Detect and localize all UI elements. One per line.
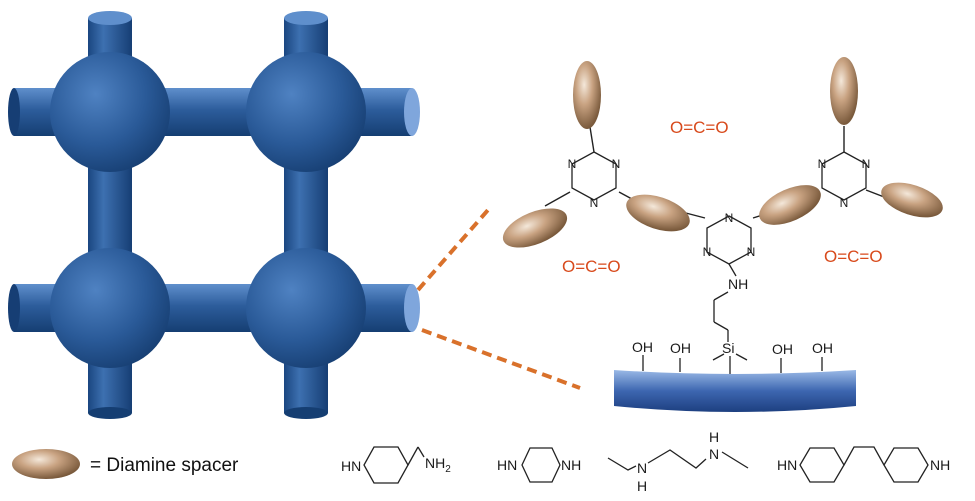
- strut-end: [284, 407, 328, 419]
- triazine-right: N N N: [818, 151, 871, 210]
- zoom-line-lower: [421, 328, 581, 390]
- amine-nh: NH2: [425, 455, 451, 475]
- diamine-spacers: [502, 57, 943, 248]
- spacer-ellipse: [759, 185, 821, 225]
- amine-n-top: N: [709, 446, 719, 462]
- strut-cap: [404, 88, 420, 136]
- triazine-center: N N N: [703, 211, 756, 265]
- propyl-linker: [712, 263, 748, 374]
- metal-node: [50, 52, 170, 172]
- triazine-n: N: [612, 157, 621, 171]
- framework-lattice: [8, 11, 420, 419]
- spacer-ellipse: [881, 182, 943, 218]
- co2-molecule: O=C=O: [824, 247, 883, 266]
- piperazine-nh: NH: [561, 457, 581, 473]
- structure-dimethylethylenediamine: N H H N: [607, 429, 749, 494]
- piperazine-hn: HN: [497, 457, 517, 473]
- metal-node: [246, 52, 366, 172]
- surface-hydroxyl: OH: [670, 340, 691, 356]
- piperidine-nh: NH: [930, 457, 950, 473]
- spacer-ellipse: [830, 57, 858, 125]
- triazine-n: N: [725, 211, 734, 225]
- surface-hydroxyl: OH: [812, 340, 833, 356]
- triazine-n: N: [747, 245, 756, 259]
- co2-molecule: O=C=O: [670, 118, 729, 137]
- spacer-ellipse: [502, 208, 568, 248]
- strut-end: [8, 88, 20, 136]
- silicon-atom: Si: [722, 340, 734, 356]
- structure-piperazine: HN NH: [497, 447, 581, 483]
- triazine-n: N: [703, 245, 712, 259]
- triazine-n: N: [818, 157, 827, 171]
- legend-spacer-icon: [12, 449, 80, 479]
- spacer-ellipse: [573, 61, 601, 129]
- structure-trimethylenedipiperidine: HN NH: [777, 446, 950, 483]
- triazine-n: N: [862, 157, 871, 171]
- amine-h-top: H: [709, 429, 719, 445]
- triazine-left: N N N: [568, 151, 621, 210]
- triazine-n: N: [590, 196, 599, 210]
- strut-cap: [404, 284, 420, 332]
- piperidine-hn: HN: [777, 457, 797, 473]
- silica-surface: [614, 370, 856, 412]
- amine-h-bottom: H: [637, 478, 647, 494]
- surface-hydroxyl: OH: [632, 339, 653, 355]
- amine-n-bottom: N: [637, 460, 647, 476]
- strut-cap: [284, 11, 328, 25]
- metal-node: [50, 248, 170, 368]
- legend-text: = Diamine spacer: [90, 455, 239, 476]
- triazine-n: N: [840, 196, 849, 210]
- triazine-n: N: [568, 157, 577, 171]
- structure-aminomethylpiperidine: HN NH2: [341, 446, 451, 484]
- spacer-ellipse: [626, 194, 690, 232]
- strut-end: [8, 284, 20, 332]
- surface-oh-bonds: [642, 355, 823, 373]
- surface-hydroxyl: OH: [772, 341, 793, 357]
- ring-nh: HN: [341, 458, 361, 474]
- metal-node: [246, 248, 366, 368]
- co2-molecule: O=C=O: [562, 257, 621, 276]
- linker-amine: NH: [728, 276, 748, 292]
- strut-end: [88, 407, 132, 419]
- strut-cap: [88, 11, 132, 25]
- zoom-line-upper: [416, 208, 490, 292]
